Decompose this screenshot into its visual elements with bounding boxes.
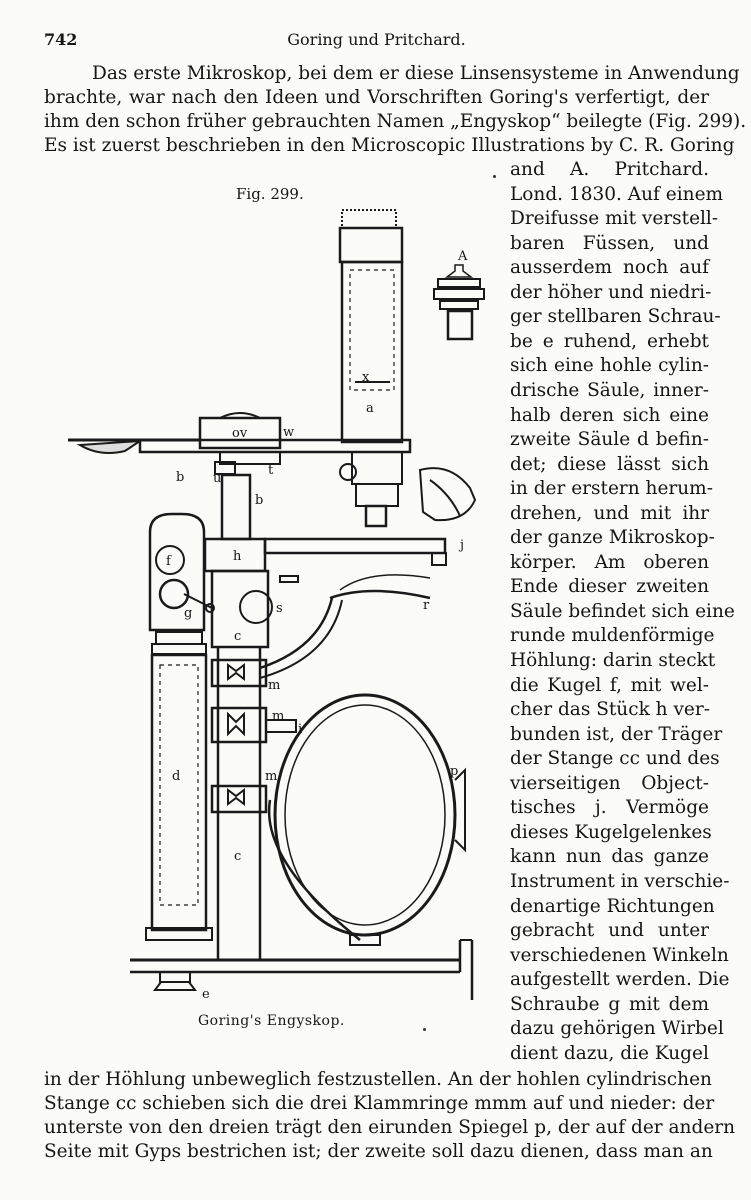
- column-line: Dreifusse mit verstell-: [510, 208, 719, 230]
- eyepiece-A: [433, 264, 485, 341]
- mirror-r: [259, 574, 431, 679]
- column-line: dieses Kugelgelenkes: [510, 821, 712, 843]
- text-line: Das erste Mikroskop, bei dem er diese Li…: [92, 63, 740, 84]
- tripod-base: [130, 939, 474, 1000]
- label-ov: ov: [232, 426, 248, 441]
- column-line: Lond. 1830. Auf einem: [510, 183, 724, 205]
- label-g: g: [184, 606, 192, 621]
- column-line: bunden ist, der Träger: [510, 723, 723, 745]
- label-m: m: [272, 709, 284, 724]
- figure-caption: Goring's Engyskop.: [198, 1013, 345, 1029]
- column-line: verschiedenen Winkeln: [510, 944, 729, 966]
- column-line: Säule befindet sich eine: [510, 600, 735, 622]
- label-e: e: [202, 987, 210, 1002]
- label-b: b: [176, 470, 184, 485]
- column-line: runde muldenförmige: [510, 625, 715, 647]
- label-m: m: [268, 678, 280, 693]
- column-line: Instrument in verschie-: [510, 870, 730, 892]
- label-i: i: [298, 722, 302, 737]
- running-title: Goring und Pritchard.: [287, 30, 466, 49]
- label-c: c: [234, 849, 241, 864]
- column-line: Ende dieser zweiten: [510, 576, 709, 598]
- column-line: in der erstern herum-: [510, 478, 713, 500]
- text-line: Stange cc schieben sich die drei Klammri…: [44, 1093, 715, 1114]
- column-line: der Stange cc und des: [510, 748, 720, 770]
- microscope-illustration: A a x ov w b t u b f h j g s r c m m i m…: [68, 209, 485, 1002]
- page-header: 742 Goring und Pritchard.: [44, 30, 709, 54]
- label-t: t: [268, 463, 274, 478]
- column-line: die Kugel f, mit wel-: [510, 674, 709, 696]
- column-line: dazu gehörigen Wirbel: [510, 1018, 724, 1040]
- text-line: Es ist zuerst beschrieben in den Microsc…: [44, 135, 735, 156]
- label-c: c: [234, 629, 241, 644]
- column-line: sich eine hohle cylin-: [510, 355, 709, 377]
- text-line: in der Höhlung unbeweglich festzustellen…: [44, 1069, 712, 1090]
- print-speck: [423, 1028, 426, 1031]
- label-b: b: [255, 493, 263, 508]
- text-line: ihm den schon früher gebrauchten Namen „…: [44, 111, 747, 132]
- pillar-b: [220, 473, 252, 541]
- column-line: det; diese lässt sich: [510, 453, 709, 475]
- column-line: drehen, und mit ihr: [510, 502, 709, 524]
- page-number: 742: [44, 30, 78, 49]
- pillar-d: [145, 653, 213, 941]
- mirror-p: [267, 693, 466, 946]
- column-line: baren Füssen, und: [510, 232, 709, 254]
- stage-j: [263, 537, 447, 583]
- column-line: gebracht und unter: [510, 920, 709, 942]
- label-r: r: [423, 598, 430, 613]
- text-line: brachte, war nach den Ideen und Vorschri…: [44, 87, 709, 108]
- column-line: der ganze Mikroskop-: [510, 527, 715, 549]
- label-s: s: [276, 601, 283, 616]
- column-line: körper. Am oberen: [510, 551, 709, 573]
- label-A: A: [457, 249, 468, 264]
- eyepiece-tube: [338, 209, 404, 444]
- column-line: be e ruhend, erhebt: [510, 330, 709, 352]
- text-line: unterste von den dreien trägt den eirund…: [44, 1117, 736, 1138]
- label-a: a: [366, 401, 374, 416]
- column-line: cher das Stück h ver-: [510, 699, 710, 721]
- column-line: Schraube g mit dem: [510, 993, 709, 1015]
- label-p: p: [450, 764, 458, 779]
- figure-label: Fig. 299.: [236, 185, 304, 203]
- label-d: d: [172, 769, 180, 784]
- label-x: x: [362, 370, 370, 385]
- label-m: m: [265, 769, 277, 784]
- label-j: j: [458, 538, 464, 553]
- stem-c: [210, 569, 297, 960]
- column-line: denartige Richtungen: [510, 895, 715, 917]
- column-line: aufgestellt werden. Die: [510, 969, 730, 991]
- column-line: Höhlung: darin steckt: [510, 650, 716, 671]
- label-f: f: [166, 554, 172, 569]
- label-h: h: [233, 549, 242, 564]
- objective-holder: [339, 451, 477, 528]
- column-line: der höher und niedri-: [510, 281, 712, 303]
- column-line: zweite Säule d befin-: [510, 429, 709, 451]
- column-line: ausserdem noch auf: [510, 257, 709, 279]
- column-line: ger stellbaren Schrau-: [510, 306, 721, 328]
- print-speck: [493, 175, 496, 178]
- column-line: drische Säule, inner-: [510, 379, 709, 401]
- column-line: halb deren sich eine: [510, 404, 709, 426]
- label-w: w: [283, 425, 294, 440]
- column-line: vierseitigen Object-: [510, 772, 709, 794]
- column-line: dient dazu, die Kugel: [510, 1042, 709, 1064]
- column-line: kann nun das ganze: [510, 846, 709, 868]
- column-line: and A. Pritchard.: [510, 159, 709, 180]
- horizontal-arm: [68, 412, 412, 475]
- text-line: Seite mit Gyps bestrichen ist; der zweit…: [44, 1141, 713, 1162]
- ball-joint: [148, 512, 267, 655]
- label-u: u: [213, 471, 221, 486]
- column-line: tisches j. Vermöge: [510, 797, 709, 819]
